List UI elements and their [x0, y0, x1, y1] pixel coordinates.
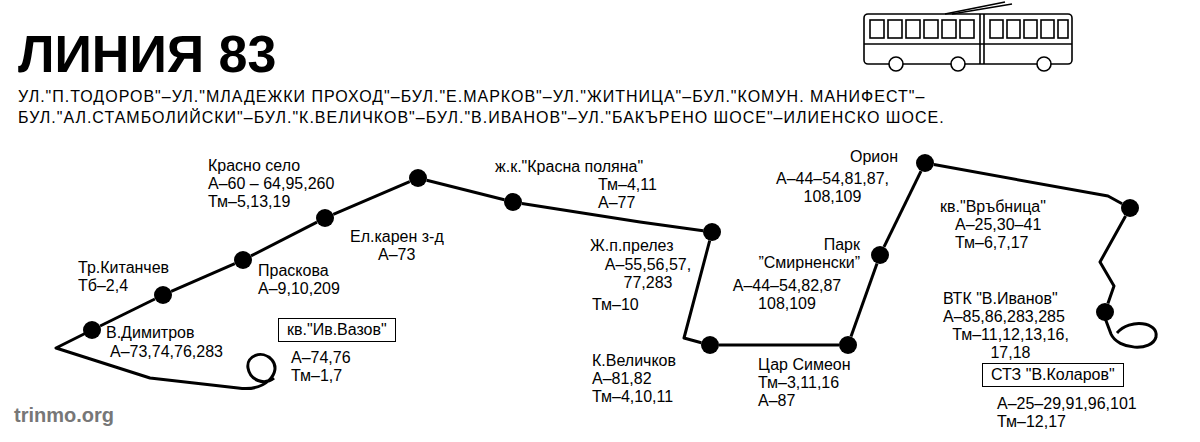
transfer-lines: А–55,56,57, 77,283: [592, 256, 704, 292]
transfer-lines: А–77: [598, 194, 635, 212]
stop-dot: кв."Връбница"А–25,30–41Тм–6,7,17: [1121, 199, 1139, 217]
stop-name: Праскова: [258, 262, 329, 280]
transfer-lines: Тм–5,13,19: [208, 193, 290, 211]
stop-dot: Цар СимеонТм–3,11,16А–87: [839, 336, 857, 354]
terminal-loop: [1105, 318, 1156, 347]
terminus-box: СТЗ "В.Коларов"А–25–29,91,96,101Тм–12,17: [982, 363, 1124, 387]
route-segment: [333, 182, 409, 215]
trolleybus-icon: [864, 2, 1072, 71]
stop-dot: Парк ”Смирненски”А–44–54,82,87 108,109: [871, 246, 889, 264]
transfer-lines: А–87: [758, 392, 795, 410]
bus-wheel: [1037, 57, 1051, 71]
transfer-lines: А–81,82: [592, 370, 652, 388]
route-segment: [934, 165, 1122, 204]
stop-name: кв."Връбница": [940, 198, 1046, 216]
route-segment: [719, 344, 839, 347]
transfer-lines: Тм–3,11,16: [758, 374, 839, 392]
route-segment: [427, 180, 505, 200]
transfer-lines: Тм–10: [592, 296, 639, 314]
bus-window: [924, 20, 938, 38]
route-segment: [684, 241, 710, 343]
bus-window: [990, 20, 1003, 38]
stop-name: В.Димитров: [106, 324, 194, 342]
trolley-pole: [952, 4, 1012, 14]
stop-dot: ВТК "В.Иванов"А–85,86,283,285Тм–11,12,13…: [1096, 303, 1114, 321]
bus-window: [906, 20, 920, 38]
stop-name: Тр.Китанчев: [78, 259, 169, 277]
stop-name: ВТК "В.Иванов": [943, 290, 1058, 308]
terminus-name: кв."Ив.Вазов": [287, 321, 387, 339]
stop-name: К.Величков: [592, 352, 676, 370]
transfer-lines: Тм–11,12,13,16, 17,18: [943, 326, 1078, 362]
stop-dot: ПрасковаА–9,10,209: [234, 251, 252, 269]
stop-dot: ж.к."Красна поляна"Тм–4,11А–77: [504, 193, 522, 211]
stop-name: Парк ”Смирненски”: [720, 236, 860, 272]
bus-window: [870, 20, 884, 38]
transfer-lines: А–60 – 64,95,260: [208, 175, 334, 193]
bus-window: [942, 20, 956, 38]
bus-wheel: [889, 57, 903, 71]
stop-name: Ел.карен з-д: [350, 228, 444, 246]
bus-joint: [983, 14, 985, 64]
transfer-lines: А–74,76: [291, 349, 351, 367]
bus-window: [960, 20, 974, 38]
stop-dot: ОрионА–44–54,81,87, 108,109: [916, 154, 934, 172]
stop-dot: К.ВеличковА–81,82Тм–4,10,11: [701, 336, 719, 354]
transfer-lines: А–73: [378, 246, 415, 264]
transfer-lines: А–85,86,283,285: [943, 308, 1065, 326]
transfer-lines: А–44–54,82,87 108,109: [712, 277, 862, 313]
transfer-lines: А–9,10,209: [258, 280, 340, 298]
stop-name: ж.к."Красна поляна": [495, 158, 643, 176]
stop-name: Орион: [850, 148, 898, 166]
stop-dot: В.ДимитровА–73,74,76,283: [83, 321, 101, 339]
bus-wheel: [951, 57, 965, 71]
stop-dot: Ел.карен з-дА–73: [409, 169, 427, 187]
transfer-lines: Тм–6,7,17: [955, 234, 1028, 252]
route-segment: [851, 264, 877, 337]
route-segment: [251, 222, 317, 256]
bus-window: [1058, 20, 1068, 38]
transfer-lines: А–25,30–41: [955, 216, 1041, 234]
watermark: trinmo.org: [14, 403, 114, 427]
route-segment: [884, 171, 921, 247]
trolley-pole: [945, 2, 1005, 14]
transfer-lines: А–73,74,76,283: [110, 343, 223, 361]
terminus-box: кв."Ив.Вазов"А–74,76Тм–1,7: [278, 318, 396, 342]
transfer-lines: Тм–4,10,11: [592, 388, 673, 406]
transfer-lines: Тм–12,17: [997, 413, 1066, 431]
terminus-name: СТЗ "В.Коларов": [991, 366, 1115, 384]
map-title: ЛИНИЯ 83: [18, 28, 276, 80]
route-segment: [1100, 216, 1126, 304]
transfer-lines: А–44–54,81,87, 108,109: [765, 170, 900, 206]
bus-stripe: [864, 43, 1072, 45]
stop-dot: Тр.КитанчевТб–2,4: [154, 286, 172, 304]
stop-dot: Красно селоА–60 – 64,95,260Тм–5,13,19: [316, 209, 334, 227]
transfer-lines: Тб–2,4: [78, 277, 128, 295]
bus-joint: [979, 14, 981, 64]
stop-dot: Ж.п.прелезА–55,56,57, 77,283Тм–10: [703, 223, 721, 241]
bus-window: [1007, 20, 1020, 38]
transfer-lines: Тм–1,7: [291, 367, 342, 385]
bus-window: [888, 20, 902, 38]
route-segment: [171, 264, 235, 292]
transfer-lines: Тм–4,11: [598, 176, 657, 194]
stop-name: Ж.п.прелез: [590, 237, 673, 255]
stop-name: Цар Симеон: [758, 356, 851, 374]
route-streets: УЛ."П.ТОДОРОВ"–УЛ."МЛАДЕЖКИ ПРОХОД"–БУЛ.…: [18, 86, 1108, 128]
stop-name: Красно село: [208, 157, 300, 175]
transfer-lines: А–25–29,91,96,101: [997, 395, 1137, 413]
route-segment: [100, 299, 155, 326]
bus-window: [1041, 20, 1054, 38]
bus-window: [1024, 20, 1037, 38]
